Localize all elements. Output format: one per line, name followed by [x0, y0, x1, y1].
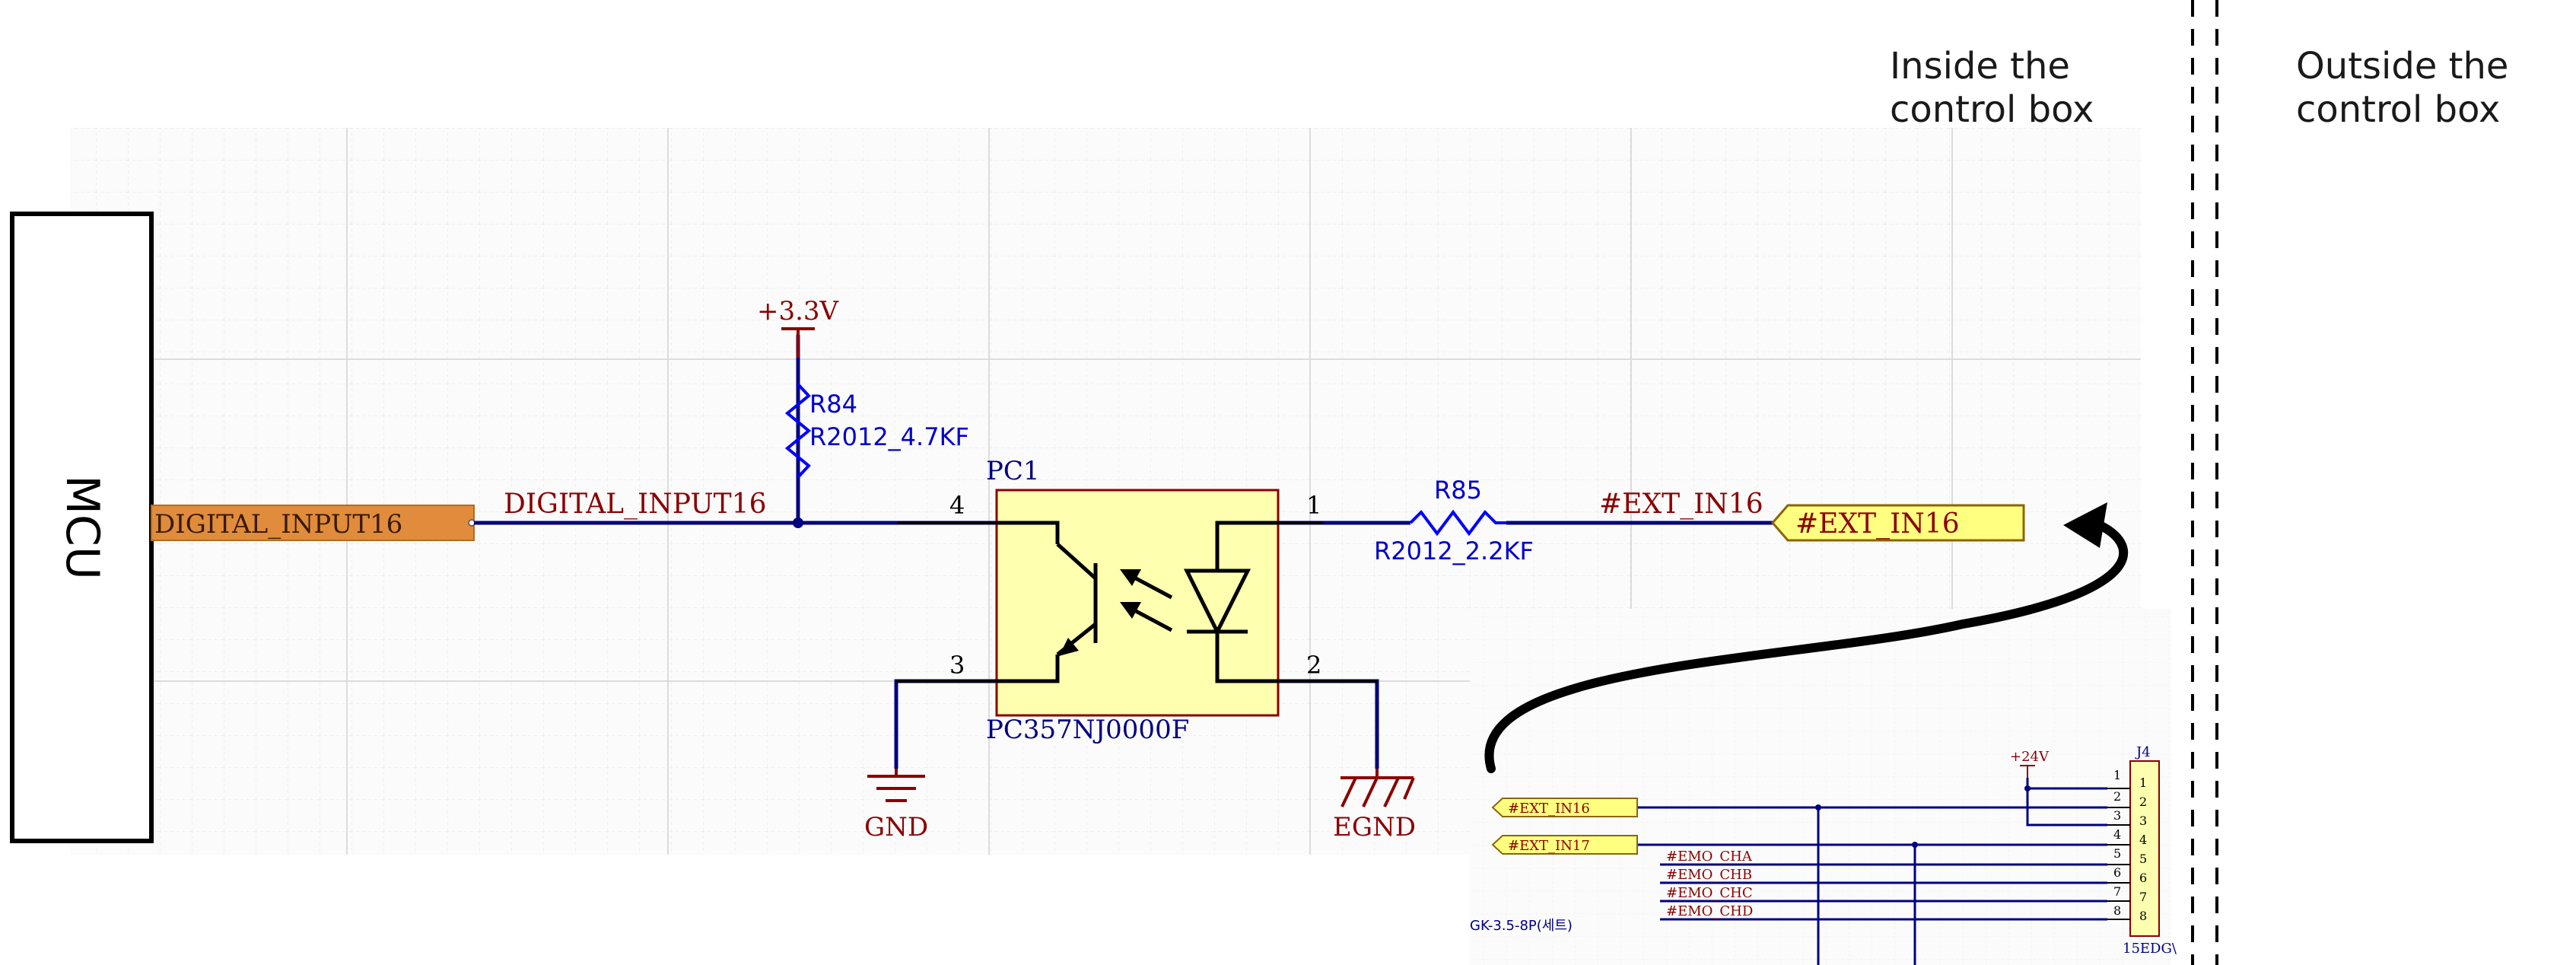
led-diode-symbol [1183, 521, 1278, 683]
inset-connector-j4 [2129, 760, 2160, 937]
inset-pin-inner-8: 8 [2139, 909, 2147, 923]
inset-connector-name: J4 [2135, 744, 2151, 760]
inset-net-chd: #EMO_CHD [1666, 903, 1753, 919]
light-arrow-head-2 [1120, 602, 1141, 619]
link-arrow [1484, 521, 2129, 773]
pc1-pin-stubs [896, 521, 1377, 683]
inset-net-chc: #EMO_CHC [1666, 885, 1753, 901]
inset-pin-outer-4: 4 [2113, 827, 2121, 842]
power-3v3-symbol [781, 327, 815, 358]
inset-port-ext-in17 [1491, 835, 1638, 855]
mcu-label: MCU [56, 475, 109, 580]
inset-pin-outer-7: 7 [2113, 884, 2121, 899]
outside-label-line2: control box [2296, 88, 2500, 131]
inset-power-24v-symbol [2020, 765, 2035, 778]
inset-net-cha: #EMO_CHA [1666, 849, 1753, 865]
inset-connector-part: GK-3.5-8P(세트) [1470, 918, 1573, 934]
pc1-name: PC1 [986, 456, 1040, 486]
port-left-pin-dot [468, 519, 475, 527]
inset-pin-inner-1: 1 [2139, 776, 2147, 790]
inset-net-chb: #EMO_CHB [1666, 867, 1752, 883]
inset-pin-inner-4: 4 [2139, 833, 2147, 847]
r85-value: R2012_2.2KF [1374, 537, 1534, 565]
pc1-pin3: 3 [949, 651, 965, 680]
inset-pin-outer-1: 1 [2113, 768, 2121, 782]
net-label-right: #EXT_IN16 [1599, 489, 1763, 520]
pc1-part: PC357NJ0000F [986, 715, 1189, 745]
inset-pin-outer-5: 5 [2113, 846, 2121, 861]
inset-pin-inner-6: 6 [2139, 871, 2147, 885]
inset-connector-pin-stubs [2107, 788, 2130, 920]
inset-port-ext-in16 [1491, 798, 1638, 817]
gnd-label: GND [864, 812, 928, 842]
egnd-label: EGND [1333, 812, 1416, 842]
port-digital-input16-label: DIGITAL_INPUT16 [154, 509, 402, 540]
r84-name: R84 [809, 390, 857, 419]
junction-r84 [793, 518, 803, 528]
light-arrow-head-1 [1120, 569, 1141, 586]
inset-port-ext-in17-label: #EXT_IN17 [1508, 838, 1590, 854]
net-label-left: DIGITAL_INPUT16 [504, 489, 766, 520]
inset-pin-outer-8: 8 [2113, 903, 2121, 918]
inset-outer-pin-numbers: 1 2 3 4 5 6 7 8 [2113, 768, 2121, 918]
r85-name: R85 [1434, 476, 1482, 505]
r84-resistor [784, 383, 812, 479]
inset-pin-outer-3: 3 [2113, 808, 2121, 823]
inset-junction-3 [2024, 785, 2031, 791]
inset-pin-inner-2: 2 [2139, 795, 2147, 809]
port-ext-in16 [1771, 504, 2025, 542]
inset-power-24v: +24V [2010, 749, 2050, 765]
inside-label-line1: Inside the [1890, 45, 2070, 88]
control-box-boundary [2191, 0, 2218, 965]
inset-pin-outer-6: 6 [2113, 865, 2121, 880]
inset-junction-1 [1815, 804, 1821, 811]
inset-port-ext-in16-label: #EXT_IN16 [1508, 801, 1590, 817]
pc1-pin1: 1 [1306, 491, 1321, 520]
gnd-symbol [867, 769, 925, 802]
transistor-emitter-arrow [1059, 638, 1079, 656]
port-ext-in16-label: #EXT_IN16 [1795, 508, 1960, 540]
r85-resistor [1409, 509, 1506, 537]
egnd-symbol [1340, 769, 1415, 807]
port-digital-input16 [151, 505, 475, 541]
inset-grid [1470, 609, 2171, 965]
power-3v3-label: +3.3V [757, 296, 840, 326]
inset-pin-inner-5: 5 [2139, 852, 2147, 866]
pc1-pin2: 2 [1306, 651, 1321, 680]
inset-pin-outer-2: 2 [2113, 789, 2121, 804]
link-arrow-head [2063, 502, 2107, 548]
pc1-pin4: 4 [949, 491, 965, 520]
outside-label-line1: Outside the [2296, 45, 2508, 88]
inset-junction-2 [1912, 842, 1918, 848]
inside-label-line2: control box [1890, 88, 2094, 131]
inset-pin-inner-3: 3 [2139, 814, 2147, 828]
r84-value: R2012_4.7KF [809, 422, 969, 451]
inset-connector-footprint: 15EDG\ [2123, 941, 2177, 957]
inset-wires [1637, 778, 2107, 965]
inset-inner-pin-numbers: 1 2 3 4 5 6 7 8 [2139, 776, 2147, 923]
inset-pin-inner-7: 7 [2139, 890, 2147, 904]
